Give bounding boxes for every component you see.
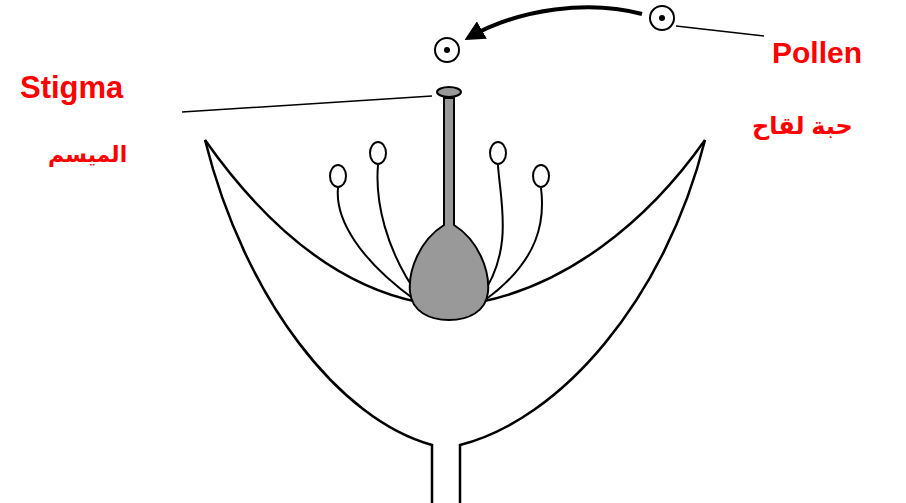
pollen-grain [435,38,459,62]
pollen-nucleus [444,47,450,53]
leader-line [182,96,432,112]
anthers [330,142,549,187]
part-label: حبة لقاح [752,112,853,140]
leader-line [676,26,764,36]
pistil [410,98,488,320]
transfer-arrow [468,7,642,38]
pollen-grain [650,6,674,30]
sepal-outline [205,140,432,503]
part-label: الميسم [48,142,127,167]
petal-outline [205,140,418,302]
stigma [437,87,461,97]
part-label: Stigma [20,70,123,106]
petal-outline [480,140,705,302]
part-label: Pollen [772,36,862,71]
sepal-outline [460,140,705,503]
pollen-nucleus [659,15,665,21]
